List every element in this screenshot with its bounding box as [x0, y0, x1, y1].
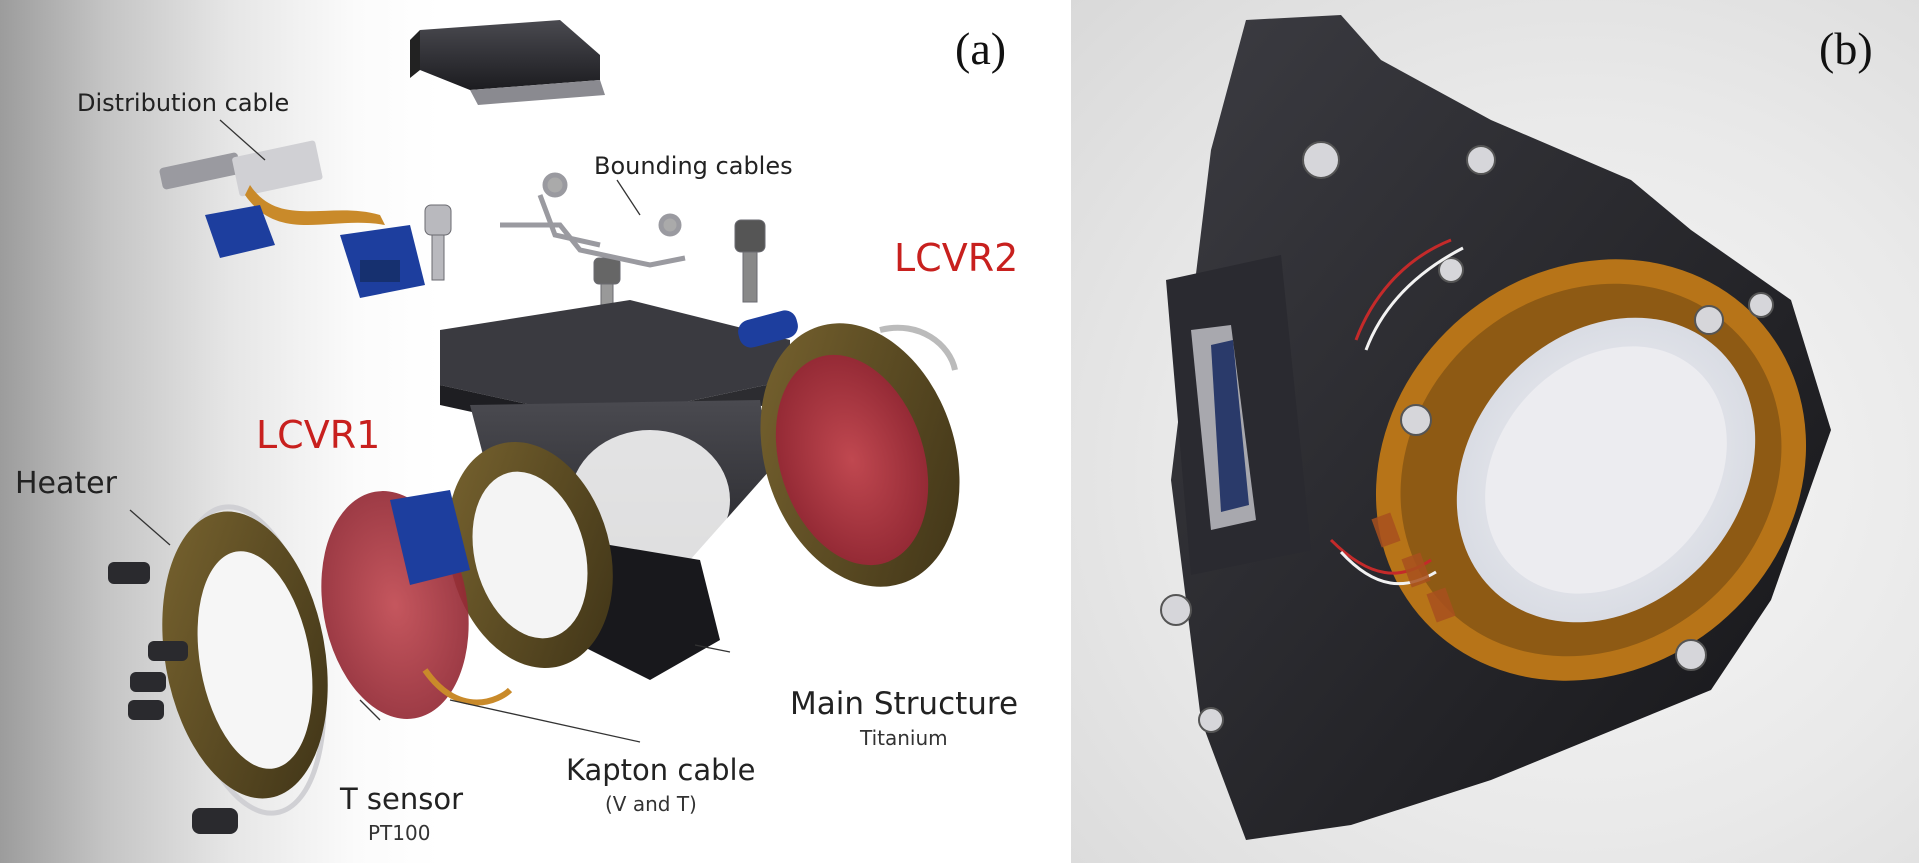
panel-a-label: (a) [955, 23, 1007, 74]
kapton-cable-label: Kapton cable [566, 753, 756, 787]
instrument-body [1171, 15, 1831, 840]
heater-label: Heater [15, 466, 117, 501]
lcvr1-label: LCVR1 [256, 413, 381, 457]
main-structure-label: Main Structure [790, 686, 1019, 722]
assembled-unit-photo [1160, 15, 1831, 840]
panel-b-photo: (b) [1071, 0, 1919, 863]
d-sub-connector [1166, 255, 1311, 575]
distribution-cable-assembly [159, 140, 425, 298]
leader-lines [129, 119, 731, 743]
lcvr1-ring [447, 442, 613, 668]
t-sensor-label: T sensor [340, 782, 464, 816]
lcvr2-assembly [738, 310, 960, 587]
screw-heads [1160, 141, 1774, 733]
lcvr1-glass [321, 490, 513, 719]
panel-b-label: (b) [1819, 23, 1873, 74]
sensor-pads [1371, 512, 1456, 623]
panel-a-exploded-view: (a) Distribution cable Bounding cables L… [0, 0, 1046, 863]
bounding-cables-label: Bounding cables [594, 152, 793, 180]
exploded-view-illustration [108, 20, 960, 834]
distribution-cable-label: Distribution cable [77, 89, 290, 117]
bounding-cables [500, 172, 686, 268]
lcvr2-label: LCVR2 [894, 236, 1019, 280]
main-structure-material: Titanium [860, 726, 948, 750]
kapton-cable-note: (V and T) [605, 792, 697, 816]
top-cover [410, 20, 605, 105]
t-sensor-type: PT100 [368, 821, 431, 845]
heater-and-retainer [108, 504, 328, 834]
